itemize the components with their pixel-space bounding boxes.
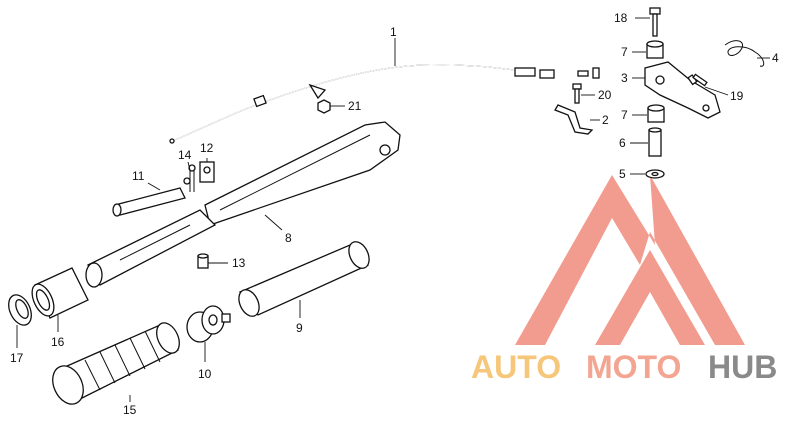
part-lever-plate xyxy=(644,61,721,119)
part-tube xyxy=(238,241,370,317)
part-end-cap xyxy=(8,294,32,326)
part-cable xyxy=(169,64,600,144)
part-washer xyxy=(645,169,665,179)
part-bushing-upper xyxy=(646,40,664,59)
part-knob xyxy=(186,305,231,343)
part-bolt xyxy=(649,7,661,37)
watermark-auto: AUTO xyxy=(471,349,561,385)
label-part-8: 8 xyxy=(285,231,292,245)
label-part-17: 17 xyxy=(10,351,24,365)
label-part-16: 16 xyxy=(51,335,65,349)
label-part-7-lower: 7 xyxy=(621,108,628,122)
label-part-9: 9 xyxy=(296,321,303,335)
label-part-11: 11 xyxy=(132,169,145,183)
part-sleeve xyxy=(31,267,89,319)
part-small-bolt xyxy=(687,73,708,87)
label-part-1: 1 xyxy=(390,25,397,39)
watermark-logo-icon xyxy=(515,175,745,345)
label-part-6: 6 xyxy=(619,136,626,150)
part-pin xyxy=(648,127,662,157)
part-lever-arm xyxy=(85,121,401,288)
label-part-3: 3 xyxy=(621,71,628,85)
label-part-2: 2 xyxy=(602,113,609,127)
watermark-hub: HUB xyxy=(708,349,777,385)
leader-lines xyxy=(16,17,770,402)
label-part-4: 4 xyxy=(772,51,779,65)
part-set-screw xyxy=(197,253,209,269)
label-part-19: 19 xyxy=(730,89,744,103)
label-part-21: 21 xyxy=(348,99,362,113)
part-cotter-pin xyxy=(188,164,196,192)
part-bushing-lower xyxy=(647,104,665,123)
label-part-18: 18 xyxy=(614,11,628,25)
label-part-10: 10 xyxy=(198,367,212,381)
part-clip xyxy=(199,161,215,183)
part-clevis xyxy=(112,177,191,217)
label-part-14: 14 xyxy=(178,148,192,162)
label-part-15: 15 xyxy=(123,403,137,417)
label-part-12: 12 xyxy=(200,141,214,155)
watermark-moto: MOTO xyxy=(586,349,681,385)
part-spring xyxy=(724,40,765,67)
part-screw xyxy=(572,83,582,104)
part-nut xyxy=(317,99,331,114)
label-part-5: 5 xyxy=(619,167,626,181)
label-part-7-upper: 7 xyxy=(621,45,628,59)
label-part-20: 20 xyxy=(598,88,612,102)
part-bracket xyxy=(554,104,594,135)
label-part-13: 13 xyxy=(232,256,246,270)
part-grip xyxy=(52,322,180,405)
